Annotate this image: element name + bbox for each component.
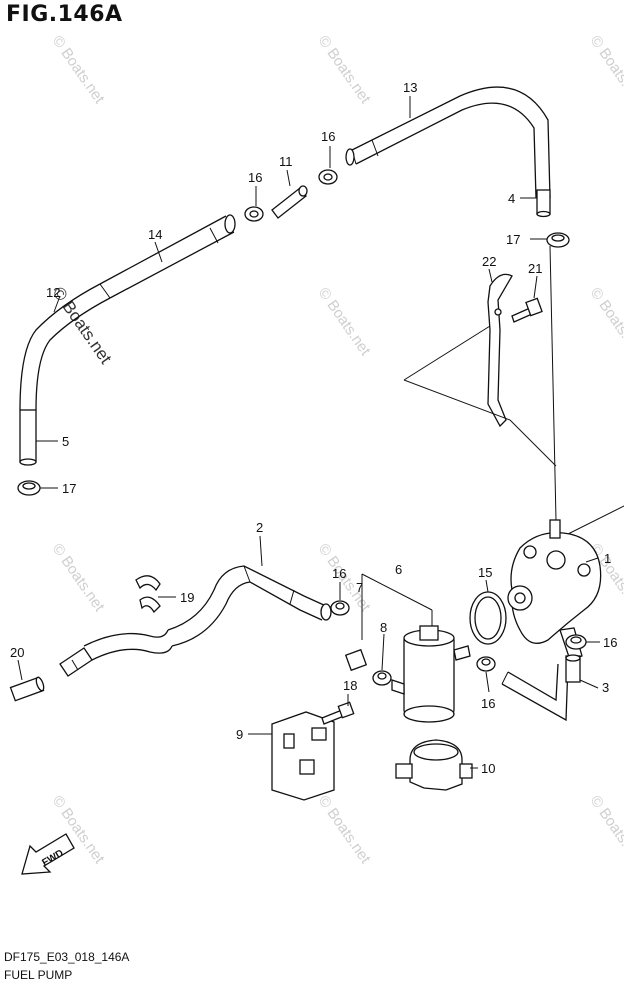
callout-21: 22 bbox=[482, 254, 496, 269]
hose-2 bbox=[167, 565, 332, 647]
hose-lower bbox=[59, 629, 173, 677]
fuel-filter-6 bbox=[391, 625, 471, 723]
watermark: © Boats.net bbox=[587, 285, 624, 360]
callout-8: 8 bbox=[380, 620, 387, 635]
watermark: © Boats.net bbox=[315, 33, 374, 108]
bolt-20 bbox=[511, 297, 543, 323]
callout-16: 16 bbox=[321, 129, 335, 144]
clip-18 bbox=[135, 575, 161, 614]
clip-16-hose2 bbox=[330, 600, 350, 616]
watermarks: © Boats.net © Boats.net © Boats.net © Bo… bbox=[49, 33, 624, 868]
callout-9: 9 bbox=[236, 727, 243, 742]
clip-16-pump bbox=[565, 634, 587, 650]
part-22 bbox=[9, 676, 45, 702]
holder-10 bbox=[395, 739, 473, 791]
watermark: © Boats.net bbox=[587, 33, 624, 108]
callout-13: 13 bbox=[403, 80, 417, 95]
callout-16: 16 bbox=[248, 170, 262, 185]
clip-8 bbox=[372, 670, 392, 686]
hose-14 bbox=[99, 214, 236, 299]
hose-5 bbox=[19, 409, 37, 466]
figure-title: FIG.146A bbox=[6, 2, 123, 27]
callout-22: 20 bbox=[10, 645, 24, 660]
clip-17-left bbox=[17, 480, 41, 496]
fwd-arrow-icon: FWD bbox=[21, 833, 75, 875]
o-ring-15 bbox=[469, 591, 507, 645]
callout-5: 5 bbox=[62, 434, 69, 449]
leader-6 bbox=[361, 573, 433, 640]
callout-16: 16 bbox=[603, 635, 617, 650]
callout-14: 14 bbox=[148, 227, 162, 242]
clip-16-hose3 bbox=[476, 656, 496, 672]
callout-1: 1 bbox=[604, 551, 611, 566]
watermark: © Boats.net bbox=[49, 33, 108, 108]
figure-name: FUEL PUMP bbox=[4, 968, 73, 982]
watermark: © Boats.net bbox=[49, 541, 108, 616]
hose-4 bbox=[536, 189, 551, 218]
callout-20: 21 bbox=[528, 261, 542, 276]
figure-code: DF175_E03_018_146A bbox=[4, 950, 130, 964]
clip-17-right bbox=[546, 232, 570, 248]
callout-10: 10 bbox=[481, 761, 495, 776]
callout-3: 3 bbox=[602, 680, 609, 695]
callout-leaders bbox=[17, 96, 600, 769]
hose-13 bbox=[345, 86, 551, 199]
callout-16: 16 bbox=[332, 566, 346, 581]
callout-11: 11 bbox=[279, 154, 293, 169]
callout-numbers: 13 4 16 11 16 14 12 5 17 17 22 21 1 15 1… bbox=[10, 80, 617, 776]
callout-17: 17 bbox=[62, 481, 76, 496]
callout-16: 16 bbox=[481, 696, 495, 711]
watermark: © Boats.net bbox=[315, 793, 374, 868]
callout-6: 6 bbox=[395, 562, 402, 577]
clip-16-top bbox=[318, 169, 338, 185]
callout-17: 17 bbox=[506, 232, 520, 247]
callout-15: 15 bbox=[478, 565, 492, 580]
callout-7: 7 bbox=[356, 580, 363, 595]
hose-12 bbox=[19, 283, 111, 411]
callout-4: 4 bbox=[508, 191, 515, 206]
bracket-9 bbox=[271, 711, 335, 801]
joint-7 bbox=[344, 648, 368, 672]
joint-11 bbox=[271, 185, 308, 219]
callout-2: 2 bbox=[256, 520, 263, 535]
fuel-pump-1 bbox=[507, 519, 602, 661]
watermark: © Boats.net bbox=[587, 793, 624, 868]
hose-3 bbox=[501, 654, 581, 722]
watermark: © Boats.net bbox=[315, 285, 374, 360]
clip-16-left bbox=[244, 206, 264, 222]
callout-18: 19 bbox=[180, 590, 194, 605]
bolt-19 bbox=[321, 701, 355, 725]
callout-19: 18 bbox=[343, 678, 357, 693]
callout-12: 12 bbox=[46, 285, 60, 300]
bracket-21 bbox=[487, 273, 513, 428]
